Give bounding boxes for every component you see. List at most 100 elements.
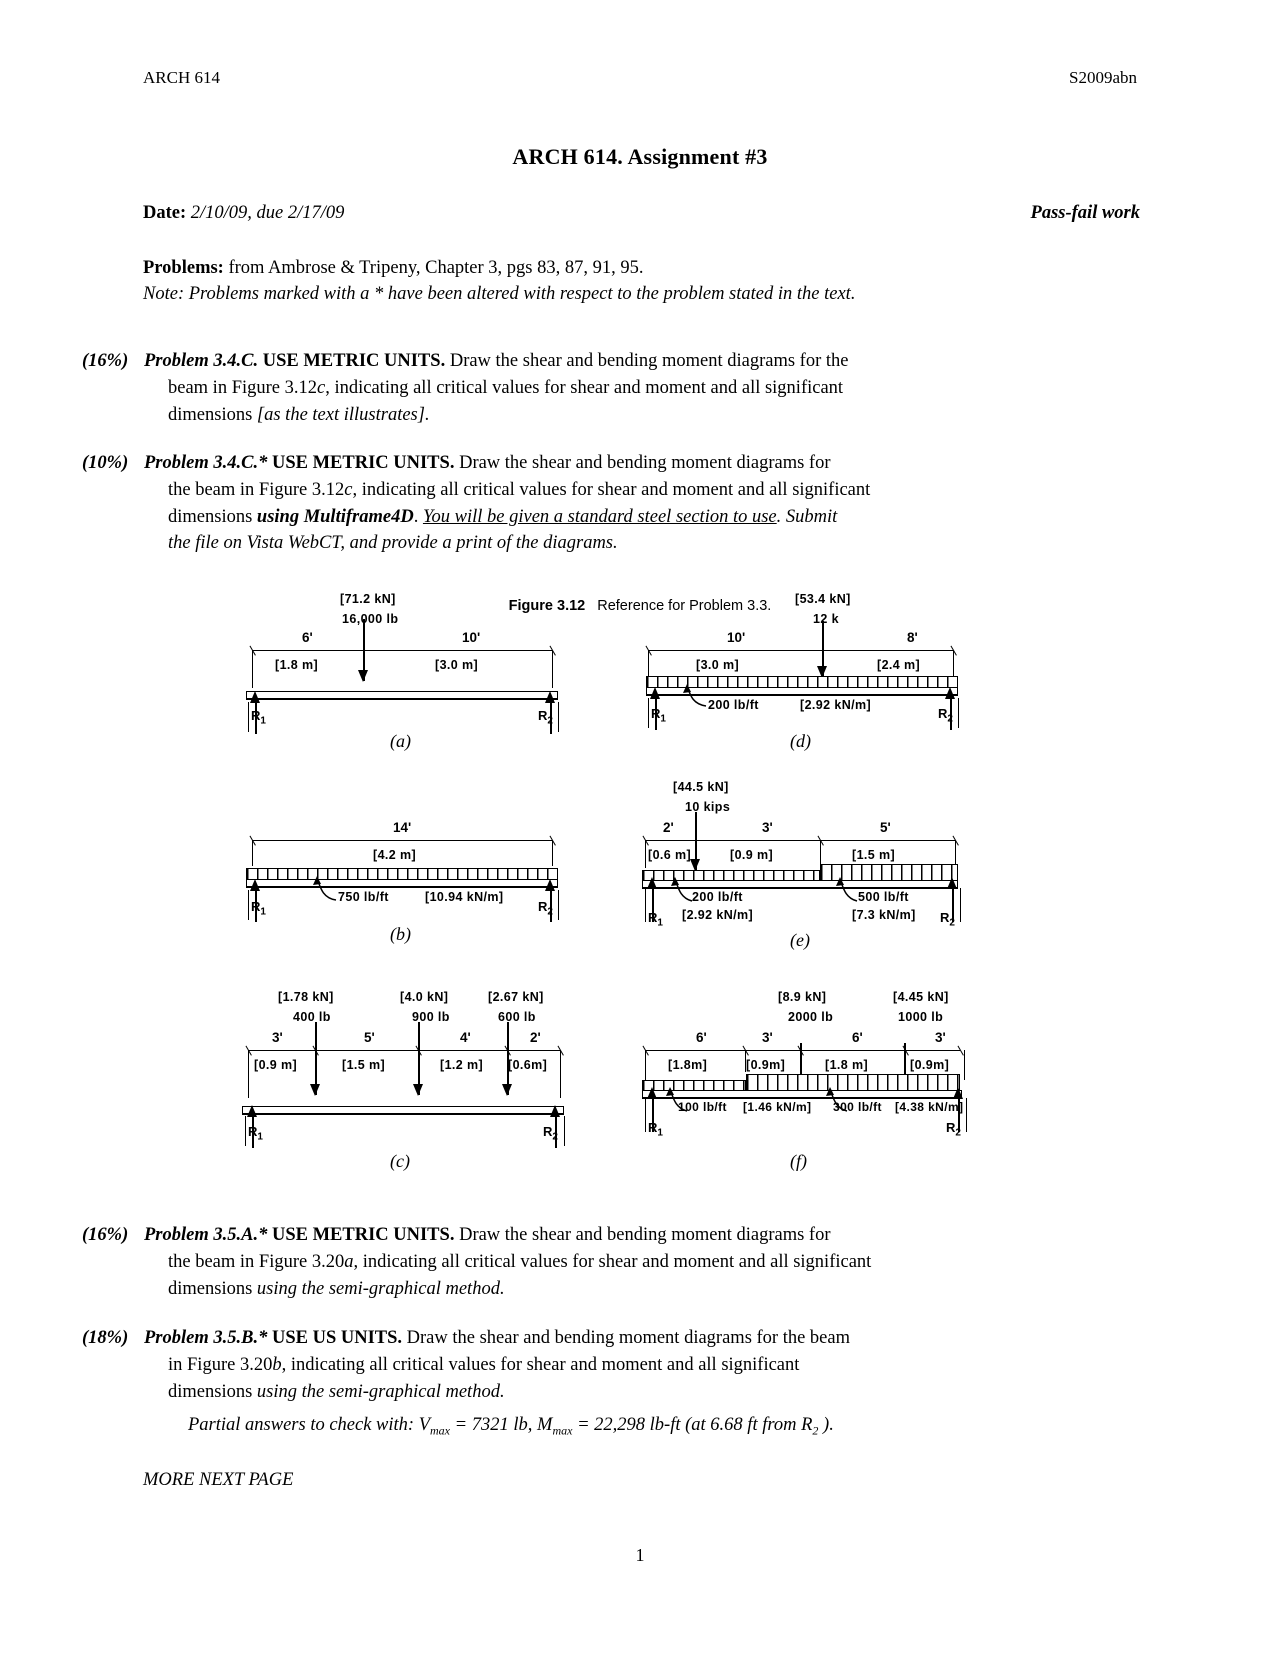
problem-units: USE METRIC UNITS. <box>271 453 455 473</box>
problem-3-4-c: (16%) Problem 3.4.C. USE METRIC UNITS. D… <box>82 348 1140 428</box>
udl-metric-2: [4.38 kN/m] <box>895 1100 964 1114</box>
dim-us-1: 2' <box>663 820 674 835</box>
dim-metric-2: [3.0 m] <box>435 658 479 672</box>
problem-line2-fig: a <box>344 1251 354 1272</box>
leader-line-1 <box>671 877 693 902</box>
point-load-arrow <box>690 812 700 871</box>
reaction-arrow-1 <box>650 687 660 730</box>
problem-units: USE METRIC UNITS. <box>262 351 446 371</box>
reaction-arrow-1 <box>247 1105 257 1148</box>
point-load-metric-2: [4.45 kN] <box>893 990 949 1004</box>
problem-line3-underlined: You will be given a standard steel secti… <box>422 506 777 527</box>
dim-us-2: 3' <box>762 1030 773 1045</box>
problem-line3a: dimensions <box>168 506 257 527</box>
problem-line2b: , indicating all critical values for she… <box>353 1251 872 1272</box>
problem-name: Problem 3.5.B.* <box>144 1328 268 1348</box>
point-load-us-1: 400 lb <box>293 1010 331 1024</box>
udl-metric-1: [2.92 kN/m] <box>682 908 754 922</box>
point-load-metric-1: [1.78 kN] <box>278 990 334 1004</box>
figure-caption-text: Reference for Problem 3.3. <box>597 598 772 614</box>
software-name: using Multiframe4D <box>256 506 414 527</box>
udl-us-1: 100 lb/ft <box>678 1100 727 1114</box>
problem-line2a: in Figure 3.20 <box>168 1354 273 1375</box>
date-label: Date: <box>143 203 187 223</box>
problem-units: USE METRIC UNITS. <box>271 1225 455 1245</box>
reaction-arrow-2 <box>945 687 955 730</box>
leader-line <box>313 876 337 901</box>
dim-metric-2: [0.9m] <box>746 1058 786 1072</box>
dim-metric-1: [0.6 m] <box>648 848 692 862</box>
point-load-us-2: 1000 lb <box>898 1010 944 1024</box>
case-label-f: (f) <box>790 1151 807 1171</box>
problem-line3a: dimensions <box>168 1381 257 1402</box>
date-value: 2/10/09, due 2/17/09 <box>190 203 345 223</box>
point-load-metric: [53.4 kN] <box>795 592 851 606</box>
dim-metric-3: [1.2 m] <box>440 1058 484 1072</box>
problem-line3a: dimensions <box>168 404 257 425</box>
point-load-metric-3: [2.67 kN] <box>488 990 544 1004</box>
problem-3-5-a-star: (16%) Problem 3.5.A.* USE METRIC UNITS. … <box>82 1222 1140 1302</box>
problem-percent: (18%) <box>82 1328 129 1348</box>
reaction-arrow-2 <box>545 691 555 734</box>
dim-us-3: 4' <box>460 1030 471 1045</box>
problem-line2-fig: b <box>272 1354 282 1375</box>
reaction-arrow-1 <box>647 877 657 922</box>
header-left: ARCH 614 <box>143 68 220 87</box>
case-label-b: (b) <box>390 924 411 944</box>
dim-metric-3: [1.5 m] <box>852 848 896 862</box>
problems-note: Note: Problems marked with a * have been… <box>143 284 856 305</box>
reaction-arrow-2 <box>545 879 555 922</box>
page-number: 1 <box>635 1545 645 1565</box>
leader-line <box>683 684 707 707</box>
problem-body: Problem 3.4.C. USE METRIC UNITS. Draw th… <box>144 348 1140 428</box>
pass-fail-note: Pass-fail work <box>1030 203 1140 223</box>
dim-metric-3: [1.8 m] <box>825 1058 869 1072</box>
dim-us-4: 2' <box>530 1030 541 1045</box>
dim-us-1: 10' <box>727 630 746 645</box>
problem-body: Problem 3.4.C.* USE METRIC UNITS. Draw t… <box>144 450 1140 557</box>
point-load-us: 16,000 lb <box>342 612 399 626</box>
problem-percent: (10%) <box>82 453 129 473</box>
case-label-a: (a) <box>390 731 411 751</box>
reaction-label-2: R2 <box>538 708 553 727</box>
problem-line3a: dimensions <box>168 1278 257 1299</box>
point-load-arrow <box>817 621 827 678</box>
dim-us-1: 6' <box>302 630 313 645</box>
reaction-label-1: R1 <box>251 899 266 918</box>
udl-us-2: 300 lb/ft <box>833 1100 882 1114</box>
beam-diagram-d: [53.4 kN] 12 k 10' 8' [3.0 m] [2.4 m] 20… <box>630 588 990 751</box>
point-load-us: 12 k <box>813 612 839 626</box>
point-load-us-3: 600 lb <box>498 1010 536 1024</box>
dim-metric-1: [4.2 m] <box>373 848 417 862</box>
problem-line1: Draw the shear and bending moment diagra… <box>402 1328 850 1348</box>
header-right: S2009abn <box>1069 68 1137 87</box>
problem-line1: Draw the shear and bending moment diagra… <box>454 453 831 473</box>
reaction-label-2: R2 <box>946 1120 961 1139</box>
problem-line3c: . Submit <box>776 506 838 527</box>
dim-us-1: 14' <box>393 820 412 835</box>
problem-3-4-c-star: (10%) Problem 3.4.C.* USE METRIC UNITS. … <box>82 450 1140 557</box>
problem-line2a: the beam in Figure 3.20 <box>168 1251 345 1272</box>
udl-metric-2: [7.3 kN/m] <box>852 908 916 922</box>
point-load-us-1: 2000 lb <box>788 1010 834 1024</box>
dim-us-3: 5' <box>880 820 891 835</box>
reaction-arrow-2 <box>550 1105 560 1148</box>
udl-us-1: 200 lb/ft <box>692 890 743 904</box>
case-label-d: (d) <box>790 731 811 751</box>
problem-name: Problem 3.5.A.* <box>144 1225 268 1245</box>
dim-metric-1: [1.8m] <box>668 1058 708 1072</box>
problem-units: USE US UNITS. <box>271 1328 403 1348</box>
problems-intro: Problems: from Ambrose & Tripeny, Chapte… <box>143 255 1140 308</box>
beam-diagram-b: 14' [4.2 m] 750 lb/ft [10.94 kN/m] R1 R2… <box>230 800 580 960</box>
problem-line1: Draw the shear and bending moment diagra… <box>445 351 849 371</box>
problem-line2a: beam in Figure 3.12 <box>168 377 318 398</box>
reaction-arrow-1 <box>250 691 260 734</box>
problem-line3b: . <box>413 506 423 527</box>
reaction-label-1: R1 <box>251 708 266 727</box>
problem-percent: (16%) <box>82 1225 129 1245</box>
problem-name: Problem 3.4.C.* <box>144 453 268 473</box>
figure-caption-number: Figure 3.12 <box>508 598 586 614</box>
udl-us-2: 500 lb/ft <box>858 890 909 904</box>
dim-us-2: 8' <box>907 630 918 645</box>
point-load-metric: [44.5 kN] <box>673 780 729 794</box>
